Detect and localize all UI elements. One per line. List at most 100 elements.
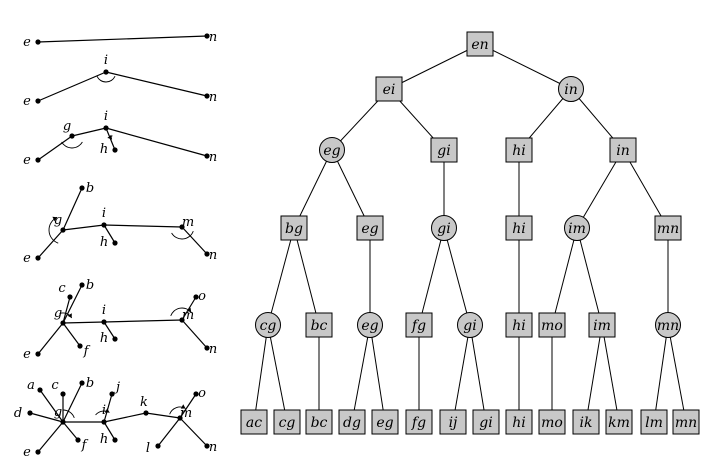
node-label: ik [580,415,593,431]
node-label: eg [323,143,340,159]
node-box [375,76,403,102]
node-label: hi [512,143,526,159]
tree-node-lm: lm [640,409,668,435]
point-i [103,125,109,131]
point-f [77,343,83,349]
node-circle [357,312,383,338]
point-b [79,185,85,191]
point-n [204,443,210,449]
point-label-i: i [104,53,108,68]
edge-dg [29,412,64,423]
point-label-h: h [100,142,108,157]
point-label-h: h [100,331,108,346]
node-box [305,312,333,338]
node-label: dg [343,415,361,431]
node-label: fg [411,318,426,334]
tree-node-eg2: eg [356,215,384,241]
tree-edge [331,149,371,229]
point-label-n: n [209,30,217,45]
node-box [505,137,533,163]
point-h [112,336,118,342]
node-label: hi [512,318,526,334]
tree-edge [293,149,333,229]
node-box [466,31,494,57]
tree-node-mo1: mo [538,312,566,338]
edge-ih [103,224,116,244]
tree-edge [388,43,481,90]
node-box [572,409,600,435]
point-i [101,419,107,425]
node-label: in [616,143,630,159]
tree-node-hi2: hi [505,215,533,241]
point-i [103,69,109,75]
point-label-k: k [140,395,148,410]
tree-node-im1: im [564,215,590,241]
node-circle [655,312,681,338]
tree-node-cg1: cg [255,312,281,338]
point-label-n: n [209,440,217,455]
angle-arc [61,141,83,149]
node-label: en [471,37,488,53]
tree-edge [452,324,471,423]
point-label-e: e [23,251,31,266]
tree-edge [293,227,320,326]
point-m [177,415,183,421]
node-label: mn [657,318,679,334]
tree-edge [551,227,578,326]
node-label: eg [376,415,393,431]
tree-node-ij: ij [439,409,467,435]
tree-node-eg4: eg [371,409,399,435]
tree-edge [601,324,620,423]
point-g [60,320,66,326]
arrowhead-icon [180,404,186,409]
node-label: mn [657,221,679,237]
node-box [280,215,308,241]
point-label-i: i [104,109,108,124]
point-h [112,240,118,246]
point-b [79,282,85,288]
point-label-g: g [63,119,71,134]
angle-arc [96,76,116,83]
point-e [35,98,41,104]
tree-node-hi1: hi [505,137,533,163]
point-g [60,419,66,425]
tree-edge [653,324,669,423]
node-box [505,312,533,338]
node-box [430,137,458,163]
point-label-g: g [54,306,62,321]
edge-eg [37,229,64,259]
point-g [69,133,75,139]
node-box [538,409,566,435]
point-label-a: a [27,378,35,393]
point-label-h: h [100,432,108,447]
tree-edges [253,43,687,423]
node-box [605,409,633,435]
point-label-l: l [146,441,150,456]
edge-in [105,127,208,157]
node-box [654,215,682,241]
node-box [505,215,533,241]
node-box [338,409,366,435]
point-label-n: n [209,342,217,357]
point-label-f: f [83,344,91,359]
tree-node-mo2: mo [538,409,566,435]
point-label-o: o [198,386,206,401]
edge-cg [62,296,71,324]
tree-node-en: en [466,31,494,57]
point-label-i: i [102,403,106,418]
point-label-b: b [86,278,94,293]
edge-mn [181,226,208,255]
node-label: cg [279,415,296,431]
point-label-b: b [86,376,94,391]
tree-edge [469,324,487,423]
node-box [273,409,301,435]
point-n [204,345,210,351]
edge-eg [37,421,64,453]
point-m [179,224,185,230]
tree-edge [667,324,687,423]
node-circle [319,137,345,163]
